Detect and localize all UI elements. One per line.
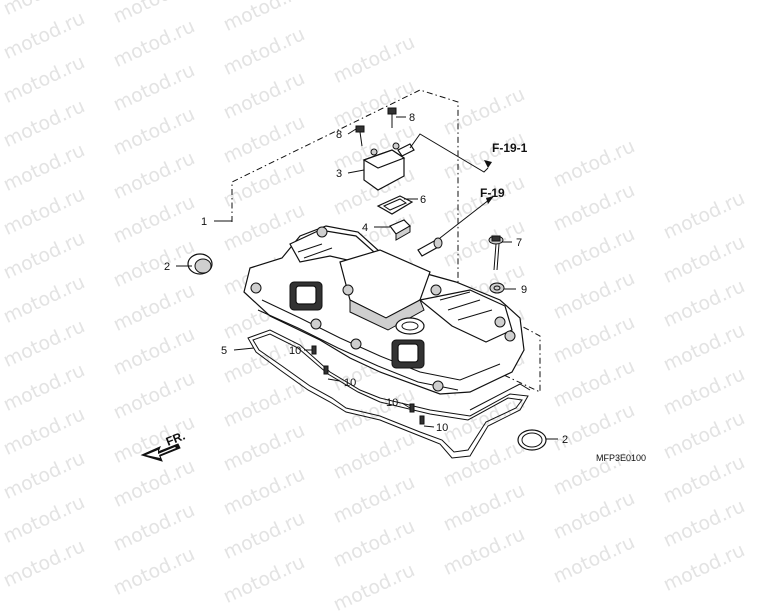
callout-2-right: 2 <box>562 434 568 446</box>
callout-8-upper: 8 <box>409 112 415 124</box>
callout-10-d: 10 <box>436 422 448 434</box>
breather-separator <box>389 219 411 241</box>
callout-10-b: 10 <box>344 377 356 389</box>
front-direction-arrow: FR. <box>140 429 187 462</box>
plug-cap-right <box>517 429 547 451</box>
leader-lines <box>176 116 558 440</box>
callout-2-left: 2 <box>164 261 170 273</box>
fastener-10-d <box>419 415 425 425</box>
callout-9: 9 <box>521 284 527 296</box>
callout-1: 1 <box>201 216 207 228</box>
ref-f19[interactable]: F-19 <box>480 186 505 200</box>
callout-3: 3 <box>336 168 342 180</box>
bolt-7 <box>488 235 504 271</box>
callout-6: 6 <box>420 194 426 206</box>
washer-9 <box>489 282 505 294</box>
head-cover-gasket <box>247 329 531 459</box>
callout-10-a: 10 <box>289 345 301 357</box>
fastener-10-b <box>323 365 329 375</box>
breather-housing <box>362 142 415 191</box>
callout-7: 7 <box>516 237 522 249</box>
bolt-8-left <box>355 125 365 147</box>
fastener-10-c <box>409 403 415 413</box>
callout-10-c: 10 <box>386 397 398 409</box>
callout-8-left: 8 <box>336 129 342 141</box>
ref-f19-1[interactable]: F-19-1 <box>492 141 528 155</box>
callout-4: 4 <box>362 222 368 234</box>
fastener-10-a <box>311 345 317 355</box>
plug-cap-left <box>187 253 213 275</box>
callout-5: 5 <box>221 345 227 357</box>
exploded-view-diagram: 1 2 3 4 5 6 7 8 8 9 10 10 10 10 2 F-19-1… <box>140 89 646 463</box>
cylinder-head-cover <box>243 225 525 395</box>
breather-seal <box>376 195 414 215</box>
front-label: FR. <box>164 429 187 449</box>
bolt-8-upper <box>387 107 397 128</box>
diagram-code: MFP3E0100 <box>596 453 646 463</box>
